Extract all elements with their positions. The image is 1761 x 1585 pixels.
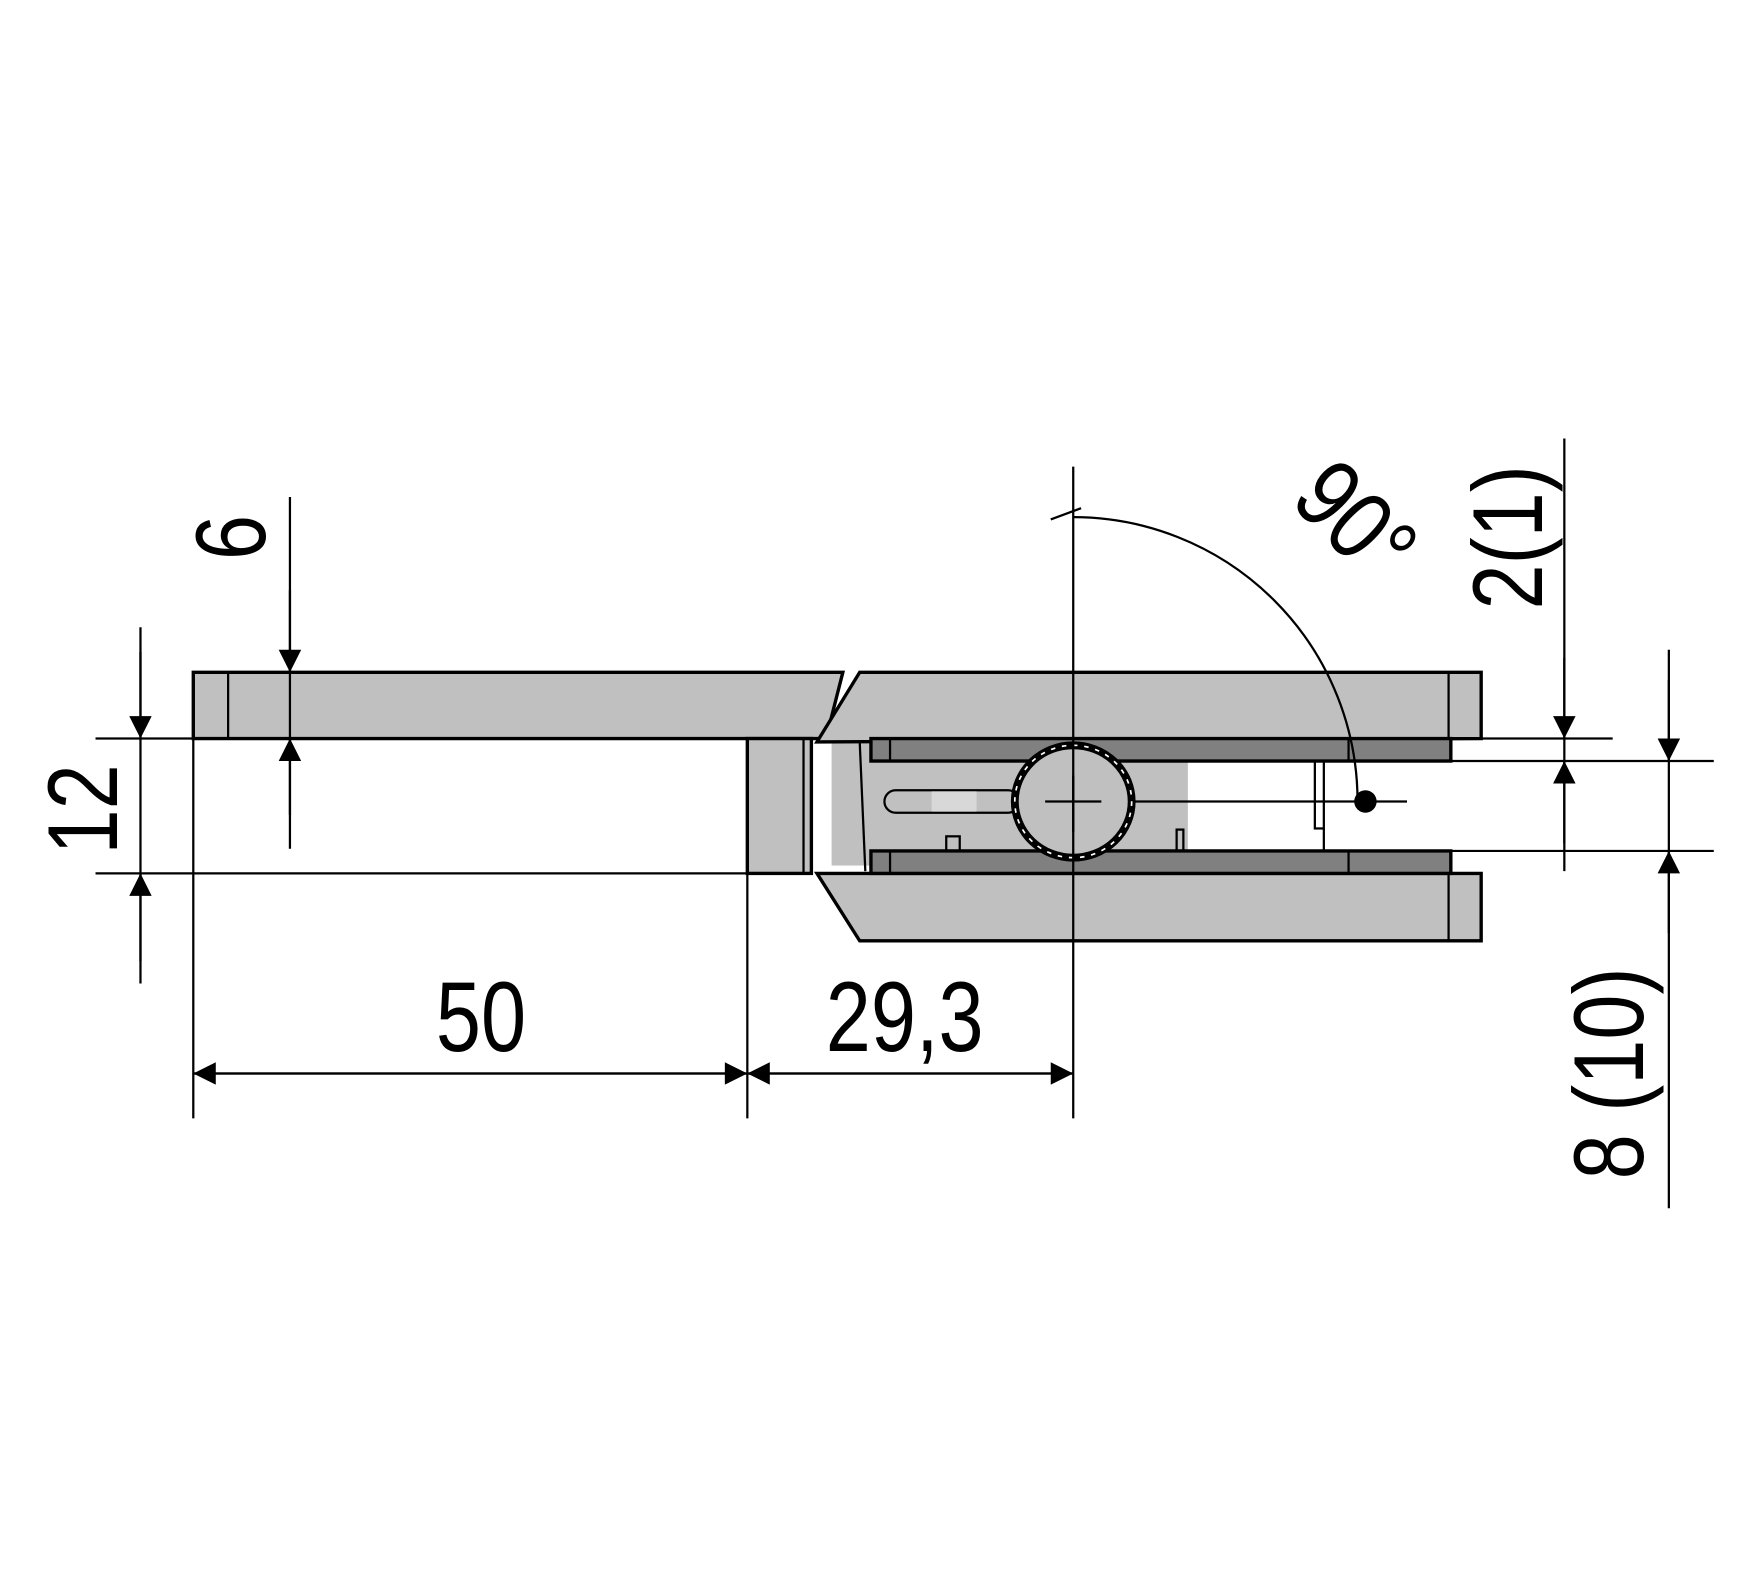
dimension-glass-thickness: 8 (10) xyxy=(1449,649,1714,1209)
dimension-12: 12 xyxy=(28,627,748,984)
clamp-body xyxy=(813,670,1483,943)
dim-plate-thickness: 6 xyxy=(177,515,287,560)
dim-length-center: 29,3 xyxy=(826,962,984,1072)
pivot-dot-icon xyxy=(1354,790,1377,813)
dim-glass-gap: 12 xyxy=(28,764,138,854)
dimension-6: 6 xyxy=(177,496,302,849)
dim-angle: 90° xyxy=(1273,439,1438,604)
center-lines xyxy=(1050,466,1408,1119)
dimension-top-gap: 2(1) xyxy=(1449,438,1714,872)
dim-top-gap: 2(1) xyxy=(1453,465,1563,609)
dim-glass-thickness: 8 (10) xyxy=(1554,968,1664,1180)
dimension-length: 50 29,3 xyxy=(192,738,1074,1119)
dim-length-left: 50 xyxy=(436,962,526,1072)
